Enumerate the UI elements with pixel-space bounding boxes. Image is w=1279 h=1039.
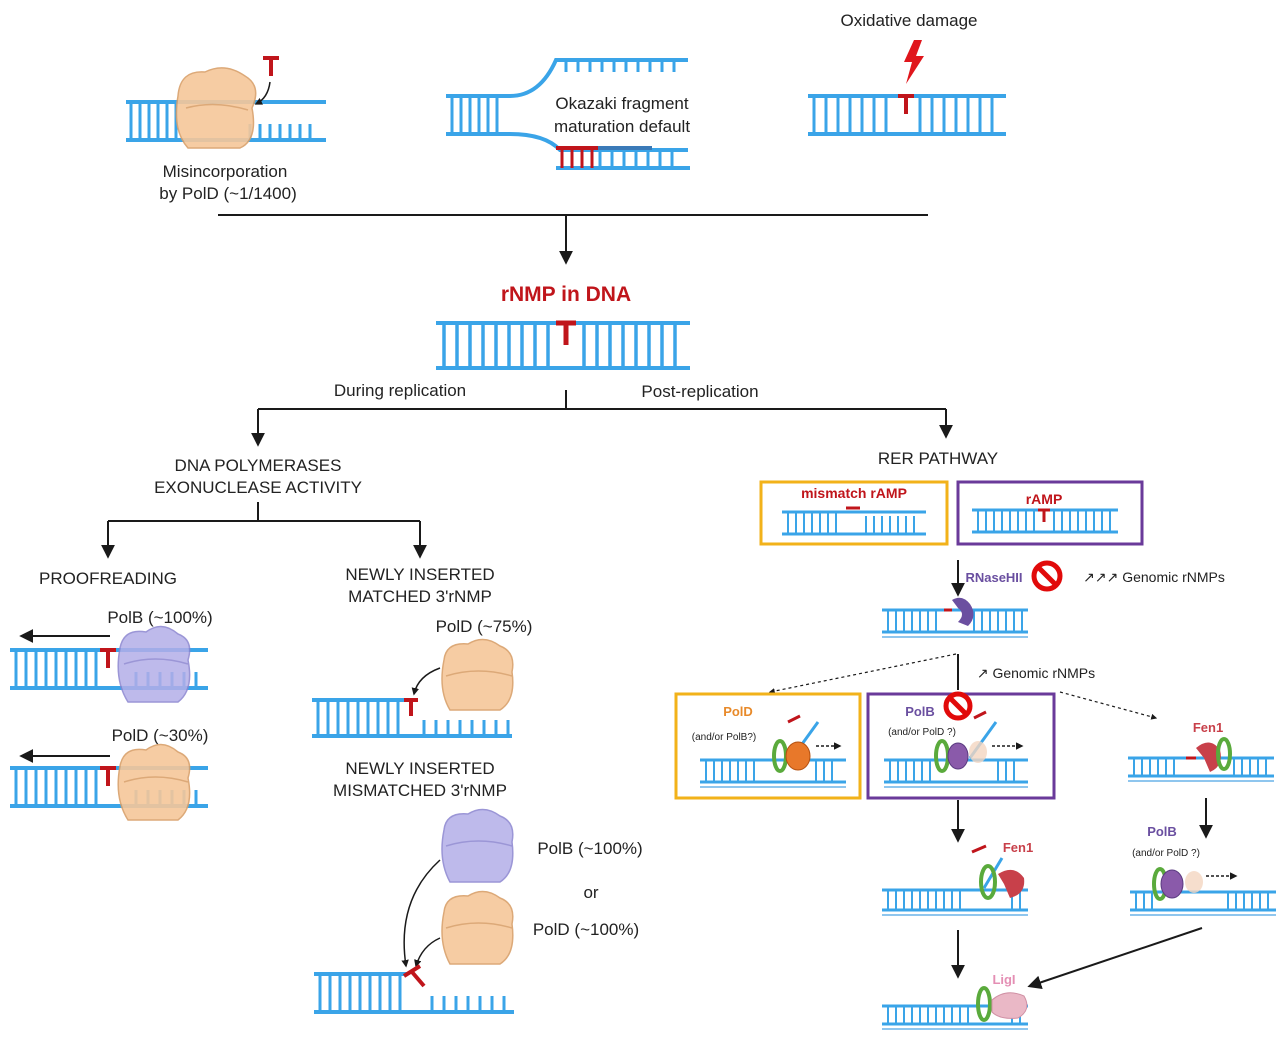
pcna-icon xyxy=(934,739,950,773)
insertion-arrow xyxy=(254,81,271,105)
pold-30-label: PolD (~30%) xyxy=(112,726,209,745)
insertion-arrow xyxy=(411,667,441,696)
post-replication-label: Post-replication xyxy=(641,382,758,401)
polb-100b-label: PolB (~100%) xyxy=(537,839,642,858)
misincorporation-label: Misincorporation xyxy=(163,162,288,181)
polb-100-label: PolB (~100%) xyxy=(107,608,212,627)
okazaki-label-1: Okazaki fragment xyxy=(555,94,688,113)
pcna-icon xyxy=(772,739,788,773)
pold-75-label: PolD (~75%) xyxy=(436,617,533,636)
matched-label-1: NEWLY INSERTED xyxy=(345,565,494,584)
pcna-icon xyxy=(979,864,997,900)
pold-enzyme-icon xyxy=(969,741,987,763)
ramp-box: rAMP xyxy=(956,480,1144,546)
pold-box-label: PolD xyxy=(723,704,753,719)
rnaseh-dna xyxy=(882,597,1028,638)
pold-box: PolD (and/or PolB?) xyxy=(674,692,862,800)
fen1-right-label: Fen1 xyxy=(1193,720,1223,735)
rnaseh-enzyme-icon xyxy=(952,597,974,626)
pold-enzyme-icon xyxy=(441,890,514,965)
insertion-arrow xyxy=(414,937,441,968)
during-replication-label: During replication xyxy=(334,381,466,400)
dna-duplex xyxy=(314,964,514,1014)
stop-icon xyxy=(1031,560,1063,592)
misincorporation-detail: by PolD (~1/1400) xyxy=(159,184,297,203)
dna-duplex xyxy=(126,100,326,142)
mismatch-ramp-box: mismatch rAMP xyxy=(759,480,949,546)
fen1-mid-label: Fen1 xyxy=(1003,840,1033,855)
polb-enzyme-icon xyxy=(441,808,514,883)
ligi-enzyme-icon xyxy=(991,992,1028,1019)
stop-icon xyxy=(943,691,973,721)
mismatched-label-2: MISMATCHED 3'rNMP xyxy=(333,781,507,800)
polb-box: PolB (and/or PolD ?) xyxy=(866,691,1056,800)
arrow-to-fen1 xyxy=(1059,691,1158,720)
exonuclease-heading-2: EXONUCLEASE ACTIVITY xyxy=(154,478,362,497)
pold-enzyme-icon xyxy=(1185,871,1203,893)
oxidative-label: Oxidative damage xyxy=(840,11,977,30)
dna-duplex xyxy=(808,94,1006,136)
rnaseh-label: RNaseHII xyxy=(965,570,1022,585)
pold-100-label: PolD (~100%) xyxy=(533,920,639,939)
lightning-icon xyxy=(904,40,924,84)
polb-right-label: PolB xyxy=(1147,824,1177,839)
arrow-polb-to-ligi xyxy=(1027,927,1203,990)
polb-right-step: PolB (and/or PolD ?) xyxy=(1130,824,1276,916)
proofreading-label: PROOFREADING xyxy=(39,569,177,588)
ligi-label: LigI xyxy=(992,972,1015,987)
fen1-mid-step: Fen1 xyxy=(882,840,1033,916)
polb-box-sublabel: (and/or PolD ?) xyxy=(888,727,956,738)
polb-enzyme-icon xyxy=(1160,869,1184,899)
pcna-icon xyxy=(1216,737,1232,771)
mismatched-label-1: NEWLY INSERTED xyxy=(345,759,494,778)
pold-enzyme-icon xyxy=(441,638,514,711)
fen1-enzyme-icon xyxy=(1196,742,1221,772)
rnmp-icon xyxy=(263,56,279,76)
genomic-rnmps-increase-3: ↗↗↗ Genomic rNMPs xyxy=(1083,569,1225,585)
pold-enzyme-icon xyxy=(175,67,257,149)
ramp-label: rAMP xyxy=(1026,491,1063,507)
polb-enzyme-icon xyxy=(117,625,191,703)
genomic-rnmps-increase-1: ↗ Genomic rNMPs xyxy=(977,665,1095,681)
or-label: or xyxy=(583,883,598,902)
source-okazaki: Okazaki fragment maturation default xyxy=(446,58,690,170)
dna-duplex xyxy=(312,698,512,738)
ligi-step: LigI xyxy=(882,972,1028,1030)
mismatch-ramp-label: mismatch rAMP xyxy=(801,485,907,501)
rer-title: RER PATHWAY xyxy=(878,449,998,468)
polb-box-label: PolB xyxy=(905,704,935,719)
pcna-icon xyxy=(976,986,992,1022)
arrow-to-pold xyxy=(768,653,957,694)
fen1-enzyme-icon xyxy=(998,869,1025,898)
pold-enzyme-icon xyxy=(785,741,811,771)
replication-fork xyxy=(446,58,690,170)
polb-enzyme-icon xyxy=(947,742,969,770)
source-misincorporation: Misincorporation by PolD (~1/1400) xyxy=(126,56,326,203)
matched-label-2: MATCHED 3'rNMP xyxy=(348,587,492,606)
pold-box-sublabel: (and/or PolB?) xyxy=(692,732,756,743)
rnmp-dna xyxy=(436,320,690,370)
fen1-right-step: Fen1 xyxy=(1128,720,1274,782)
polb-right-sublabel: (and/or PolD ?) xyxy=(1132,848,1200,859)
source-oxidative: Oxidative damage xyxy=(808,11,1006,136)
exonuclease-heading-1: DNA POLYMERASES xyxy=(175,456,342,475)
insertion-arrow xyxy=(401,859,441,968)
okazaki-label-2: maturation default xyxy=(554,117,690,136)
pold-enzyme-icon xyxy=(117,743,191,821)
rnmp-title: rNMP in DNA xyxy=(501,283,631,306)
